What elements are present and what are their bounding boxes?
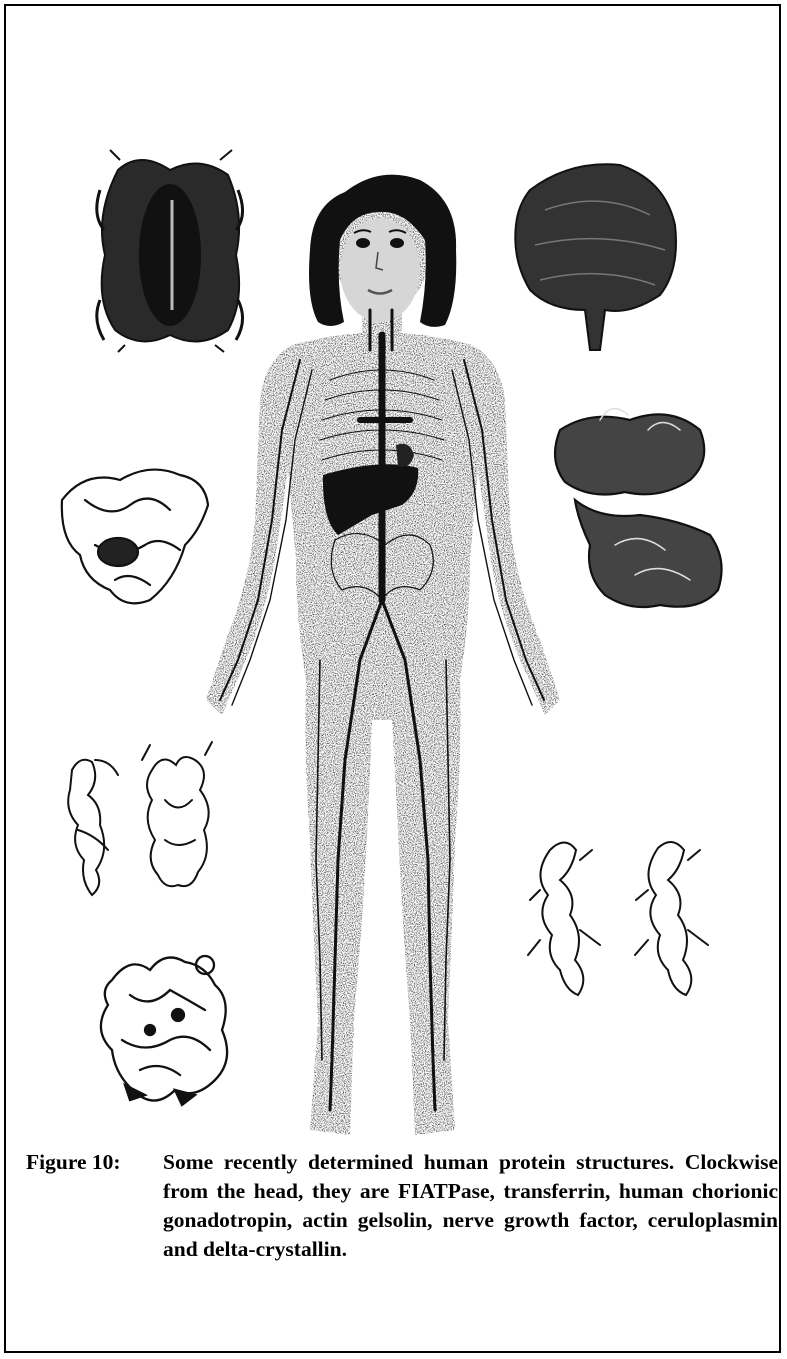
protein-structure-ceruloplasmin [555, 409, 722, 607]
protein-structure-nerve-growth-factor [101, 956, 227, 1105]
caption-text: Some recently determined human protein s… [163, 1148, 778, 1264]
protein-structure-actin-gelsolin [68, 742, 212, 895]
protein-structure-delta-crystallin [528, 842, 708, 995]
figure-illustration [0, 0, 787, 1140]
human-body-figure [206, 175, 560, 1135]
protein-structure-gonadotropin [62, 470, 208, 604]
figure-caption: Figure 10: Some recently determined huma… [26, 1148, 778, 1264]
face [340, 218, 420, 322]
protein-structure-fiatpase [97, 150, 243, 352]
body-silhouette [206, 188, 560, 1135]
figure-label: Figure 10: [26, 1148, 166, 1177]
protein-structure-transferrin [515, 164, 676, 350]
